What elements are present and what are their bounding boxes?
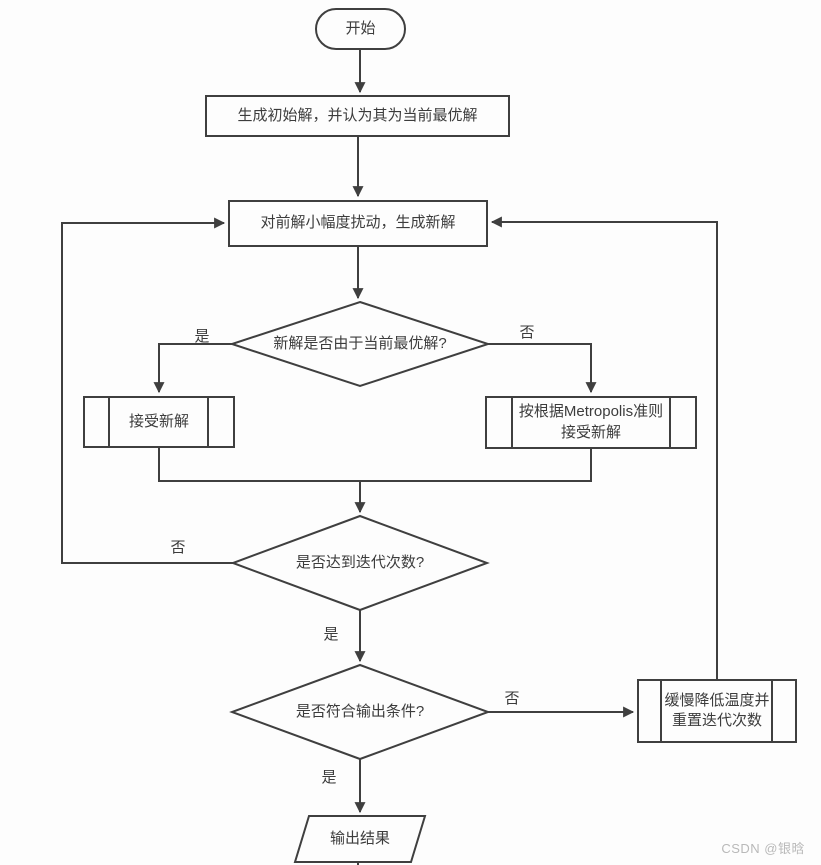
branch-label-better-yes: 是 <box>194 328 210 345</box>
perturb-node: 对前解小幅度扰动，生成新解 <box>228 200 488 247</box>
cooldown-right-bar <box>771 679 773 743</box>
edge-cooldown-loop <box>490 216 718 679</box>
decision-iterations-diamond <box>230 514 490 612</box>
branch-label-iterations-no: 否 <box>170 539 186 556</box>
branch-label-better-no: 否 <box>519 324 535 341</box>
accept-left-bar <box>108 396 110 448</box>
init-solution-node: 生成初始解，并认为其为当前最优解 <box>205 95 510 137</box>
edge-better-no-to-metropolis <box>488 343 597 394</box>
cooldown-left-bar <box>660 679 662 743</box>
cooldown-node: 缓慢降低温度并 重置迭代次数 <box>637 679 797 743</box>
branch-label-output-no: 否 <box>504 690 520 707</box>
accept-node: 接受新解 <box>83 396 235 448</box>
edge-metropolis-merge <box>360 449 592 482</box>
branch-label-iterations-yes: 是 <box>323 626 339 643</box>
init-solution-label: 生成初始解，并认为其为当前最优解 <box>237 106 478 124</box>
metropolis-left-bar <box>511 396 513 449</box>
edge-accept-merge <box>158 448 360 482</box>
perturb-label: 对前解小幅度扰动，生成新解 <box>260 214 456 232</box>
accept-label: 接受新解 <box>128 412 189 430</box>
start-node: 开始 <box>315 8 406 50</box>
branch-label-output-yes: 是 <box>321 769 337 786</box>
metropolis-node: 按根据Metropolis准则 接受新解 <box>485 396 697 449</box>
edge-iterations-no-loop <box>61 217 233 564</box>
edge-better-yes-to-accept <box>153 343 232 394</box>
csdn-watermark: CSDN @银晗 <box>721 841 805 856</box>
decision-better-diamond <box>228 300 492 388</box>
accept-right-bar <box>207 396 209 448</box>
decision-output-diamond <box>229 663 491 761</box>
metropolis-right-bar <box>669 396 671 449</box>
output-parallelogram <box>293 815 427 863</box>
start-label: 开始 <box>345 19 376 37</box>
cooldown-label: 缓慢降低温度并 重置迭代次数 <box>664 691 770 729</box>
metropolis-label: 按根据Metropolis准则 接受新解 <box>518 403 664 441</box>
